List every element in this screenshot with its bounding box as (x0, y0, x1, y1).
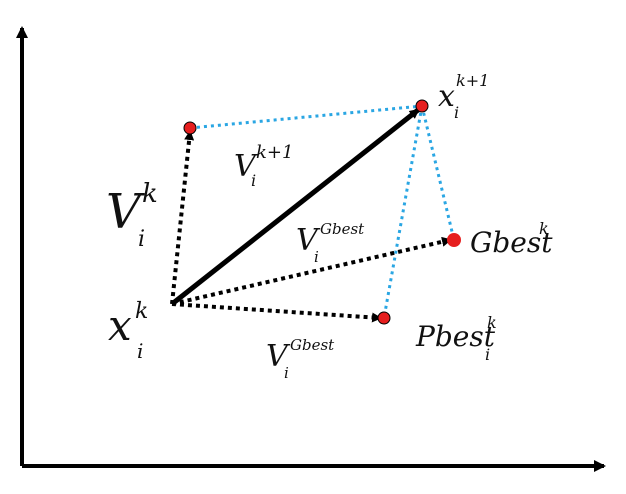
label-pbest: Pbest (415, 320, 496, 353)
blue-dotted-top (189, 104, 423, 130)
label-x-next-sup: k+1 (456, 71, 489, 90)
label-gbest: Gbest (470, 226, 553, 259)
point-x-next (415, 99, 429, 113)
label-v-next: V (234, 149, 259, 184)
label-v-gbest-upper-sup: Gbest (320, 220, 365, 238)
label-x-next-sub: i (454, 103, 459, 122)
point-pbest (377, 311, 391, 325)
label-pbest-sup: k (487, 313, 497, 332)
point-v-next-head (183, 121, 197, 135)
vector-to-pbest (171, 302, 382, 323)
label-v-gbest-upper-sub: i (314, 248, 319, 266)
label-x-current-sub: i (137, 339, 143, 363)
label-x-current-sup: k (135, 299, 148, 324)
label-v-gbest-upper: V (296, 223, 321, 258)
blue-dotted-to-gbest (420, 105, 456, 241)
label-pbest-sub: i (485, 345, 490, 364)
label-v-gbest-lower-sub: i (284, 364, 289, 382)
point-gbest (447, 233, 461, 247)
label-x-current: x (108, 301, 132, 350)
label-v-gbest-lower: V (266, 339, 291, 374)
label-v-gbest-lower-sup: Gbest (290, 336, 335, 354)
blue-dotted-to-pbest (382, 105, 424, 319)
label-v-next-sup: k+1 (256, 142, 293, 163)
label-v-current-sub: i (138, 227, 145, 252)
label-v-next-sub: i (251, 171, 256, 190)
vector-v-current (170, 130, 195, 305)
label-x-next: x (438, 79, 455, 114)
label-v-current: V (106, 184, 145, 240)
vector-resultant (170, 108, 420, 306)
label-gbest-sup: k (539, 219, 549, 238)
label-v-current-sup: k (142, 179, 158, 209)
